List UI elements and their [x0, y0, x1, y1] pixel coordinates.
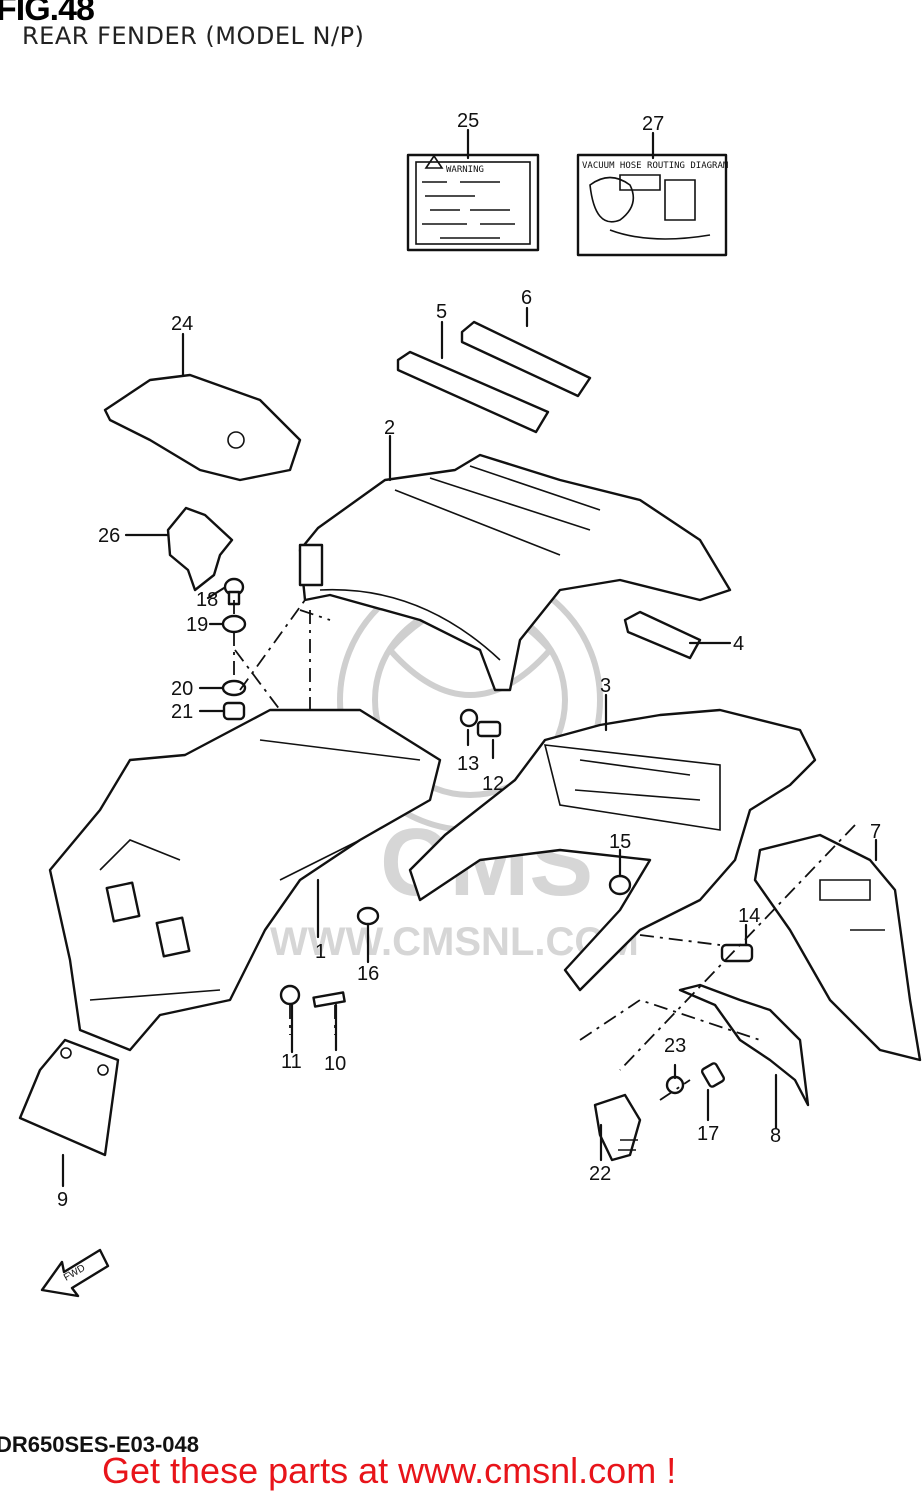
part-8-bracket[interactable] — [678, 983, 810, 1107]
part-number-19: 19 — [186, 614, 208, 636]
part-24-pad[interactable] — [103, 373, 302, 482]
small-fasteners[interactable] — [279, 708, 754, 1095]
part-number-8: 8 — [770, 1125, 781, 1147]
part-1-rear-fender[interactable] — [48, 708, 442, 1052]
part-5-strip[interactable] — [396, 350, 550, 434]
part-number-6: 6 — [521, 287, 532, 309]
part-number-13: 13 — [457, 753, 479, 775]
figure-number: FIG.48 — [0, 0, 95, 28]
part-9-mud-flap[interactable] — [18, 1038, 120, 1157]
part-number-17: 17 — [697, 1123, 719, 1145]
part-number-11: 11 — [281, 1051, 302, 1073]
part-number-9: 9 — [57, 1189, 68, 1211]
part-25-warning-label[interactable]: WARNING — [406, 153, 540, 252]
part-number-2: 2 — [384, 417, 395, 439]
part-number-26: 26 — [98, 525, 120, 547]
part-number-15: 15 — [609, 831, 631, 853]
footer-banner-link[interactable]: Get these parts at www.cmsnl.com ! — [102, 1450, 677, 1491]
part-6-strip[interactable] — [460, 320, 592, 398]
part-3-frame[interactable] — [408, 708, 817, 992]
leader-lines — [61, 128, 878, 1188]
part-4-bar[interactable] — [623, 610, 702, 660]
part-number-7: 7 — [870, 821, 881, 843]
part-number-25: 25 — [457, 110, 479, 132]
part-number-20: 20 — [171, 678, 193, 700]
part-number-10: 10 — [324, 1053, 346, 1075]
part-2-upper-fender[interactable] — [298, 453, 732, 692]
part-number-23: 23 — [664, 1035, 686, 1057]
parts-18-21-hardware[interactable] — [221, 577, 247, 721]
part-number-14: 14 — [738, 905, 760, 927]
part-number-22: 22 — [589, 1163, 611, 1185]
part-27-vacuum-hose-label[interactable]: VACUUM HOSE ROUTING DIAGRAM — [576, 153, 729, 257]
part-26-bracket[interactable] — [166, 506, 234, 592]
cms-watermark: CMS WWW.CMSNL.COM — [270, 567, 639, 964]
part-number-21: 21 — [171, 701, 193, 723]
part-number-labels: 1 2 3 4 5 6 7 8 9 10 11 12 13 14 15 16 1… — [57, 110, 881, 1211]
figure-title: REAR FENDER (MODEL N/P) — [22, 22, 365, 50]
warning-label-heading: WARNING — [446, 165, 484, 175]
part-number-18: 18 — [196, 589, 218, 611]
vacuum-label-heading: VACUUM HOSE ROUTING DIAGRAM — [582, 161, 729, 171]
part-number-24: 24 — [171, 313, 193, 335]
part-number-12: 12 — [482, 773, 504, 795]
part-number-27: 27 — [642, 113, 664, 135]
part-7-tail-cover[interactable] — [753, 833, 922, 1062]
part-number-3: 3 — [600, 675, 611, 697]
part-number-1: 1 — [315, 941, 326, 963]
part-number-4: 4 — [733, 633, 744, 655]
part-number-5: 5 — [436, 301, 447, 323]
forward-arrow-icon: FWD — [40, 1248, 110, 1298]
part-number-16: 16 — [357, 963, 379, 985]
diagram-code: DR650SES-E03-048 — [0, 1432, 200, 1457]
